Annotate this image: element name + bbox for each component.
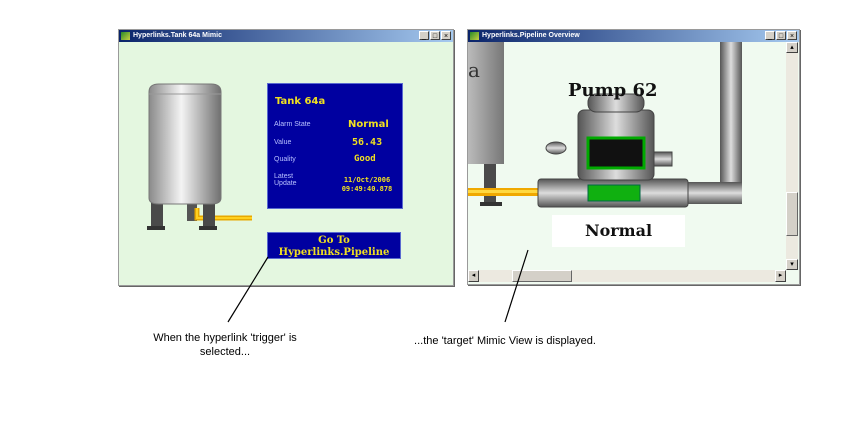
horizontal-scroll-thumb[interactable] xyxy=(512,270,572,282)
title-bar[interactable]: Hyperlinks.Tank 64a Mimic _ □ × xyxy=(119,30,453,42)
latest-update-value: 11/Oct/2006 09:49:40.878 xyxy=(341,176,393,193)
scroll-right-button[interactable]: ▸ xyxy=(775,270,786,282)
title-bar[interactable]: Hyperlinks.Pipeline Overview _ □ × xyxy=(468,30,799,42)
vertical-scrollbar[interactable]: ▴ ▾ xyxy=(786,42,798,270)
scroll-left-button[interactable]: ◂ xyxy=(468,270,479,282)
tank-info-panel: Tank 64a Alarm State Normal Value 56.43 … xyxy=(267,83,403,209)
partial-tank-label: a xyxy=(468,58,480,82)
maximize-button[interactable]: □ xyxy=(430,31,440,40)
latest-update-label: Latest Update xyxy=(274,173,297,187)
go-to-pipeline-link[interactable]: Go To Hyperlinks.Pipeline xyxy=(267,232,401,259)
left-callout-line xyxy=(227,256,269,323)
pipeline-overview-window: Hyperlinks.Pipeline Overview _ □ × a Pum… xyxy=(467,29,800,285)
window-title: Hyperlinks.Tank 64a Mimic xyxy=(133,32,222,39)
alarm-state-label: Alarm State xyxy=(274,121,311,128)
left-caption: When the hyperlink 'trigger' is selected… xyxy=(153,332,297,358)
quality-value: Good xyxy=(354,154,376,164)
close-button[interactable]: × xyxy=(441,31,451,40)
tank-mimic-window: Hyperlinks.Tank 64a Mimic _ □ × Tank 64a… xyxy=(118,29,454,286)
pump-label: Pump 62 xyxy=(568,80,658,101)
maximize-button[interactable]: □ xyxy=(776,31,786,40)
scroll-down-button[interactable]: ▾ xyxy=(786,259,798,270)
value-value: 56.43 xyxy=(352,137,383,148)
horizontal-scrollbar[interactable]: ◂ ▸ xyxy=(468,270,786,282)
app-icon xyxy=(121,32,130,40)
tank-graphic xyxy=(147,83,252,230)
close-button[interactable]: × xyxy=(787,31,797,40)
window-title: Hyperlinks.Pipeline Overview xyxy=(482,32,580,39)
panel-title: Tank 64a xyxy=(275,96,326,107)
right-caption: ...the 'target' Mimic View is displayed. xyxy=(414,335,596,347)
pump-status: Normal xyxy=(552,215,685,247)
pipeline-graphic xyxy=(468,42,742,208)
minimize-button[interactable]: _ xyxy=(765,31,775,40)
value-label: Value xyxy=(274,139,292,146)
vertical-scroll-thumb[interactable] xyxy=(786,192,798,236)
right-callout-line xyxy=(504,249,529,323)
quality-label: Quality xyxy=(274,156,296,163)
scroll-up-button[interactable]: ▴ xyxy=(786,42,798,53)
alarm-state-value: Normal xyxy=(348,119,389,130)
minimize-button[interactable]: _ xyxy=(419,31,429,40)
app-icon xyxy=(470,32,479,40)
